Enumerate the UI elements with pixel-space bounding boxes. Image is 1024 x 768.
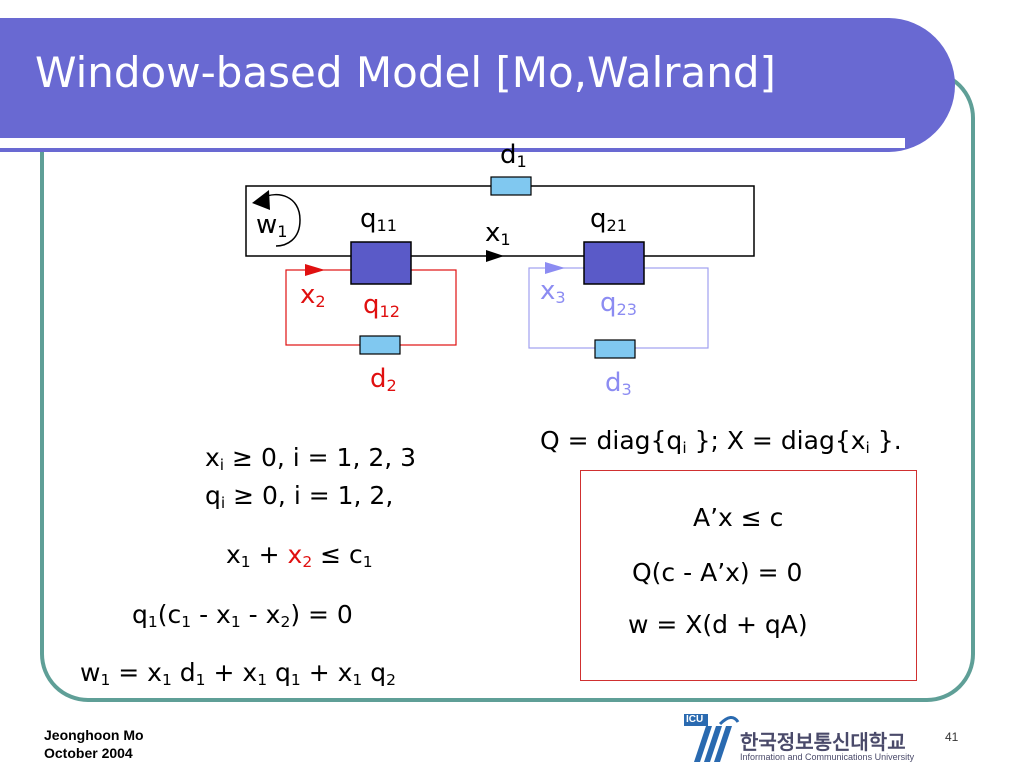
label-w1: w1 [256,210,288,242]
university-name-korean: 한국정보통신대학교 [740,730,906,754]
eq-qx-definition: Q = diag{qi }; X = diag{xi }. [540,426,902,457]
eq-x-nonnegative: xi ≥ 0, i = 1, 2, 3 [205,443,417,474]
label-d1: d1 [500,140,527,172]
box-eq-constraint: A’x ≤ c [693,503,784,532]
label-d2: d2 [370,364,397,396]
icu-logo-text: ICU [686,714,704,725]
slide-frame [40,70,975,702]
slide-title: Window-based Model [Mo,Walrand] [35,48,776,97]
delay-d1 [490,176,532,196]
equation-box [580,470,917,681]
label-x3: x3 [540,276,566,308]
label-q12: q12 [363,290,401,322]
x2-arrow [305,264,325,276]
icu-logo-mark [684,714,740,762]
window-arc-arrowhead [252,190,270,210]
footer-author: Jeonghoon Mo [44,727,144,743]
x3-arrow [545,262,565,274]
eq-complementarity: q1(c1 - x1 - x2) = 0 [132,600,353,631]
window-arc [261,194,301,247]
eq-capacity: x1 + x2 ≤ c1 [226,540,373,571]
footer-date: October 2004 [44,745,133,761]
label-q21: q21 [590,204,628,236]
label-q23: q23 [600,288,638,320]
title-bar [0,18,955,152]
eq-window: w1 = x1 d1 + x1 q1 + x1 q2 [80,658,396,689]
label-x2: x2 [300,280,326,312]
label-d3: d3 [605,368,632,400]
box-eq-window: w = X(d + qA) [628,610,808,639]
label-x1: x1 [485,218,511,250]
icu-logo: ICU [680,712,740,764]
queue-2 [583,241,645,285]
delay-d2 [359,335,401,355]
eq-q-nonnegative: qi ≥ 0, i = 1, 2, [205,481,394,512]
label-q11: q11 [360,204,398,236]
box-eq-complementarity: Q(c - A’x) = 0 [632,558,803,587]
title-underline [0,138,905,148]
page-number: 41 [945,730,959,744]
university-name-english: Information and Communications Universit… [740,752,915,762]
x1-arrow [486,250,504,262]
delay-d3 [594,339,636,359]
queue-1 [350,241,412,285]
